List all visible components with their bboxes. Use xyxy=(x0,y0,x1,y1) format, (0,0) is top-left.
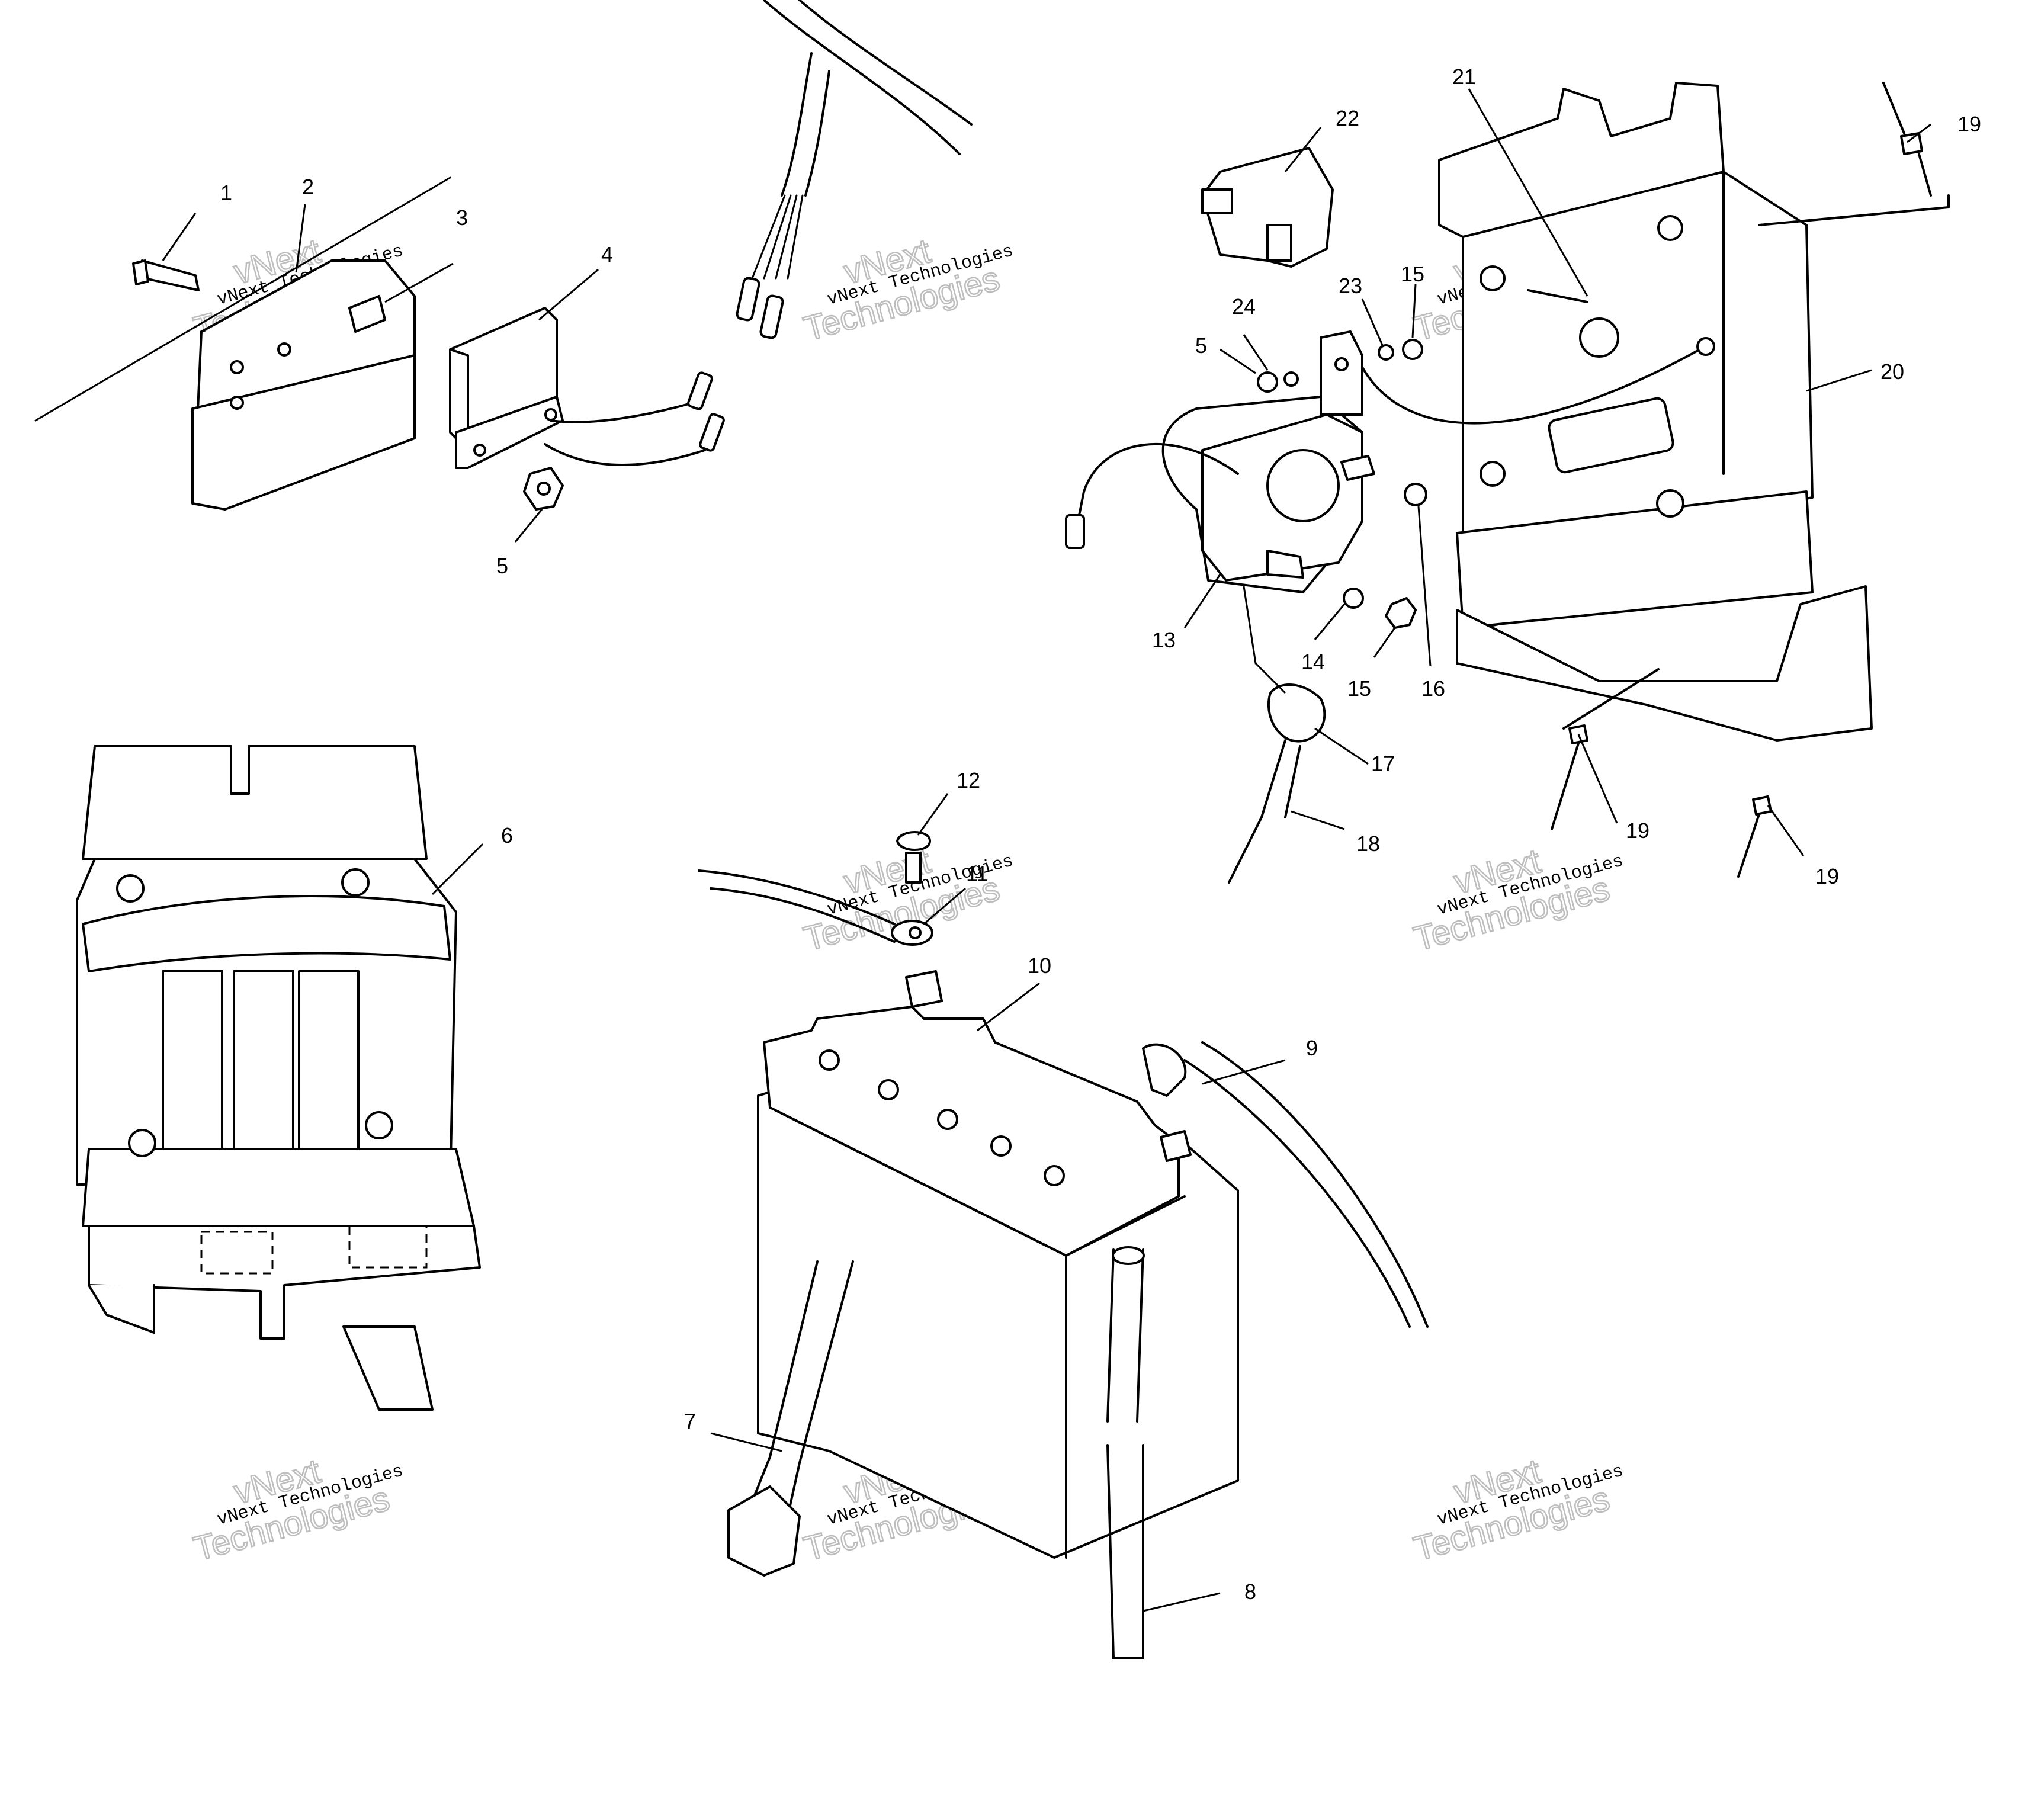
callout-11: 11 xyxy=(966,862,988,886)
watermark-mid-right: vNext Technologies vNext Technologies xyxy=(1409,841,1626,959)
callout-9: 9 xyxy=(1306,1036,1318,1060)
watermark-top-center: vNext Technologies vNext Technologies xyxy=(799,231,1016,349)
callout-2: 2 xyxy=(302,175,314,199)
callout-15-lower: 15 xyxy=(1347,676,1371,701)
callout-5-regulator: 5 xyxy=(496,554,508,578)
battery xyxy=(698,831,1429,1659)
callout-leaders xyxy=(162,88,1931,1612)
callout-8: 8 xyxy=(1244,1580,1256,1604)
starter-solenoid-assembly xyxy=(1065,147,1427,884)
battery-box xyxy=(1361,82,1950,878)
callout-12: 12 xyxy=(957,768,980,792)
battery-holder xyxy=(76,745,481,1411)
callout-23: 23 xyxy=(1339,274,1362,298)
callout-20: 20 xyxy=(1880,359,1904,384)
callout-7: 7 xyxy=(684,1409,696,1433)
watermark-bottom-right: vNext Technologies vNext Technologies xyxy=(1409,1451,1626,1569)
callout-1: 1 xyxy=(220,181,232,205)
callout-14: 14 xyxy=(1301,650,1325,674)
callout-19-bottom-left: 19 xyxy=(1626,818,1649,843)
callout-4: 4 xyxy=(601,242,613,267)
callout-6: 6 xyxy=(501,823,513,848)
callout-18: 18 xyxy=(1356,832,1380,856)
callout-labels: 1 2 3 4 5 5 6 7 8 9 10 11 12 13 14 15 15… xyxy=(220,65,1981,1604)
wire-harness-top xyxy=(736,0,973,339)
callout-19-bottom-right: 19 xyxy=(1815,864,1839,888)
callout-5-solenoid: 5 xyxy=(1195,333,1207,358)
callout-21: 21 xyxy=(1452,65,1476,89)
callout-24: 24 xyxy=(1232,294,1256,319)
callout-22: 22 xyxy=(1336,106,1359,130)
callout-13: 13 xyxy=(1152,628,1176,652)
callout-3: 3 xyxy=(456,206,468,230)
rectifier-regulator-assembly xyxy=(34,176,725,511)
callout-19-top: 19 xyxy=(1957,112,1981,136)
watermark-bottom-left: vNext Technologies vNext Technologies xyxy=(189,1451,406,1569)
callout-10: 10 xyxy=(1028,954,1051,978)
callout-17: 17 xyxy=(1371,752,1395,776)
callout-16: 16 xyxy=(1421,676,1445,701)
callout-15-upper: 15 xyxy=(1401,262,1424,286)
